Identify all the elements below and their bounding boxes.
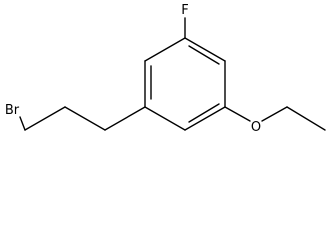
- molecule-canvas: F Br O: [5, 3, 326, 135]
- fluorine-label: F: [181, 3, 188, 18]
- ring-bond: [184, 106, 226, 131]
- chain-bond: [104, 106, 146, 131]
- ring-bond: [144, 37, 186, 62]
- ring-bond: [144, 106, 186, 131]
- chain-bond: [24, 106, 66, 131]
- bromine-label: Br: [5, 103, 20, 118]
- ether-bond: [261, 106, 288, 122]
- ring-bond: [184, 37, 226, 62]
- atom-labels: F Br O: [5, 3, 261, 135]
- chain-bond: [64, 106, 106, 131]
- ring-double-bond: [188, 103, 220, 123]
- structure-diagram: F Br O: [5, 3, 326, 135]
- ring-double-bond: [188, 45, 220, 65]
- bromo-bond: [19, 116, 26, 131]
- oxygen-label: O: [251, 120, 261, 135]
- bonds: [19, 17, 326, 131]
- ether-bond: [224, 106, 251, 122]
- ethyl-bond: [286, 106, 326, 131]
